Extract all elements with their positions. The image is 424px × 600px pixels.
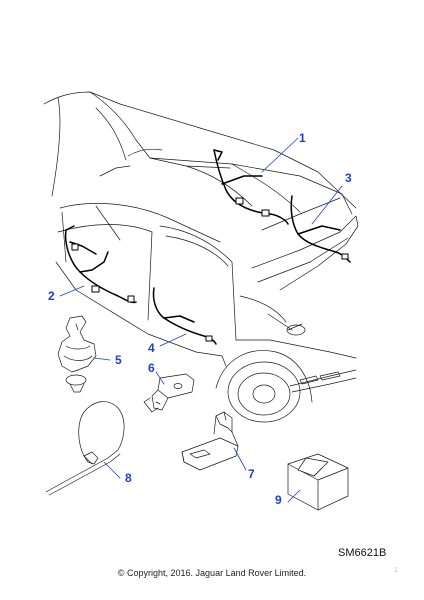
callout-3: 3 — [345, 171, 352, 185]
callout-9: 9 — [275, 493, 282, 507]
callout-4: 4 — [148, 341, 155, 355]
harness-clip — [57, 315, 97, 393]
corner-mark: 1 — [394, 567, 398, 574]
car-body-outline — [43, 91, 359, 423]
front-door-harness — [64, 225, 137, 304]
copyright-notice: © Copyright, 2016. Jaguar Land Rover Lim… — [117, 568, 307, 578]
callout-7: 7 — [248, 467, 255, 481]
rear-harness — [213, 149, 289, 225]
kit-box — [287, 453, 349, 511]
callout-5: 5 — [115, 353, 122, 367]
leader-lines — [59, 137, 343, 503]
callout-1: 1 — [299, 131, 306, 145]
callout-6: 6 — [148, 361, 155, 375]
mounting-bracket — [143, 373, 195, 413]
cable-tie — [45, 401, 125, 496]
retaining-clip — [181, 411, 239, 471]
rear-door-harness — [152, 287, 217, 345]
diagram-reference-code: SM6621B — [338, 547, 387, 559]
boot-lid-harness — [290, 195, 351, 263]
callout-8: 8 — [125, 471, 132, 485]
callout-2: 2 — [48, 289, 55, 303]
